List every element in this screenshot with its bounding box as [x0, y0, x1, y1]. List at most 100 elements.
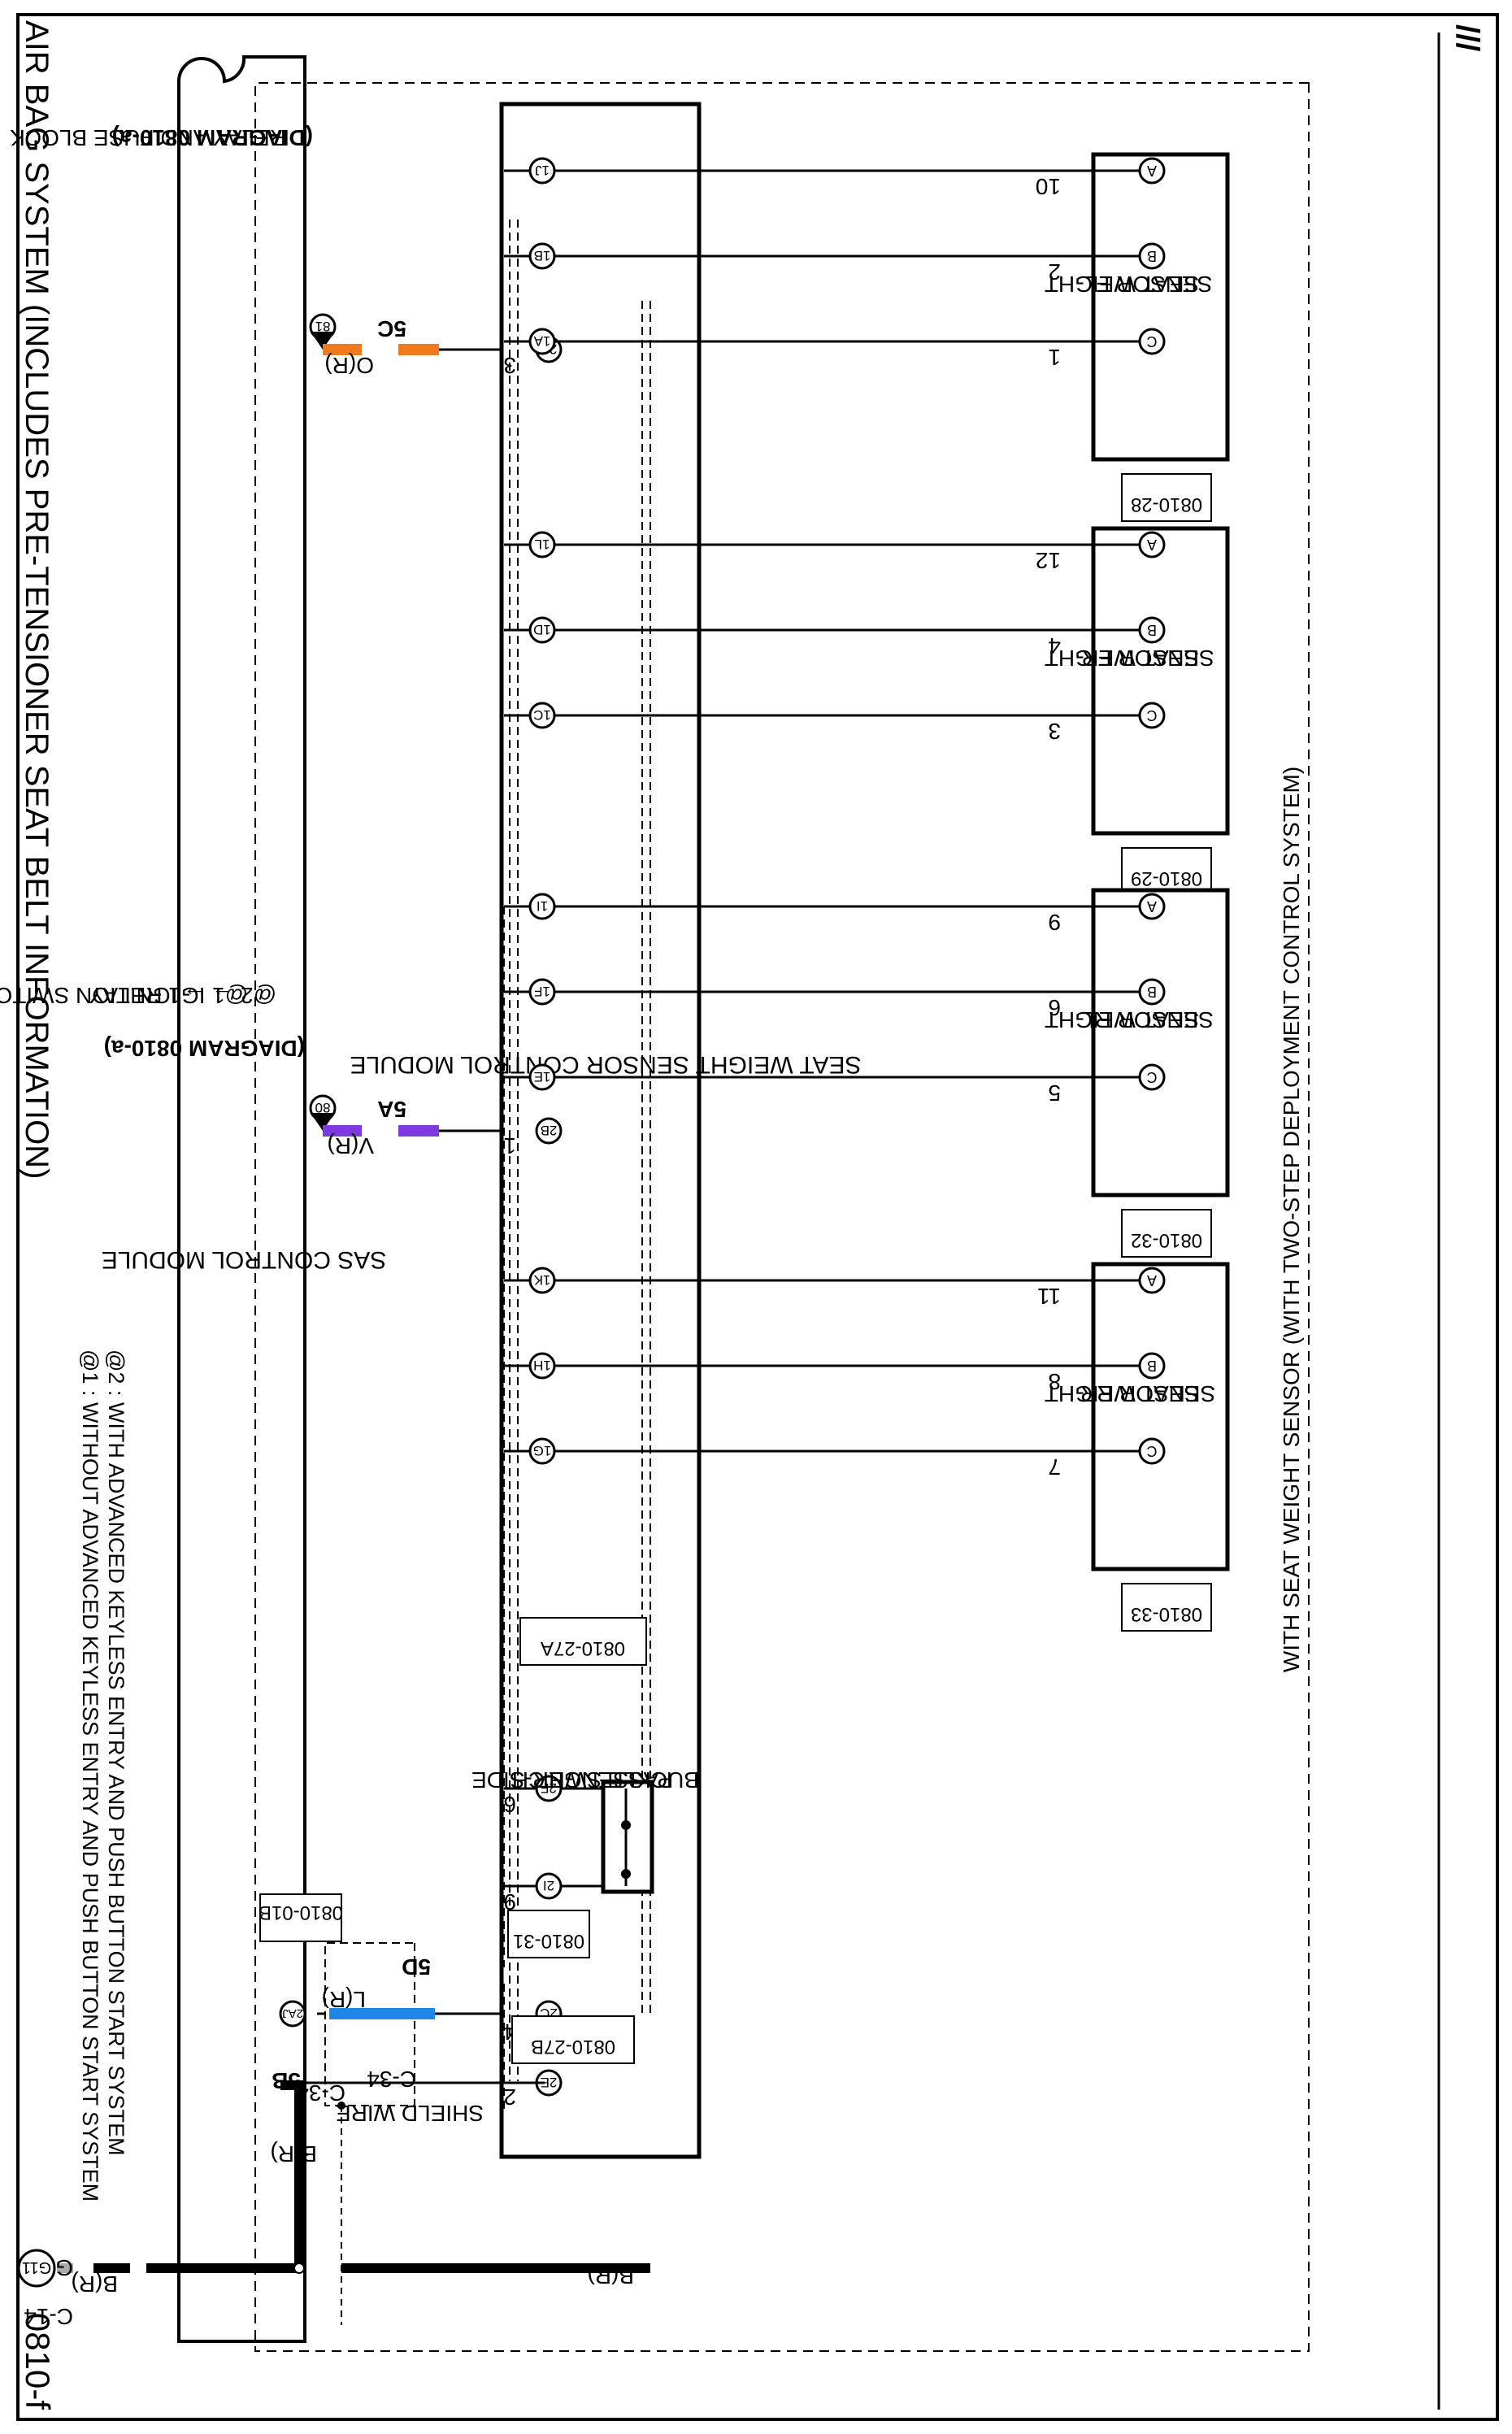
ignition-module-pin: 2B: [541, 1123, 558, 1138]
module-pin-circle: [528, 157, 556, 185]
ground-junction: [293, 2262, 305, 2274]
sensor-pin: A: [1147, 898, 1157, 915]
buckle-switch-line-2: BUCKLE SWITCH: [512, 1767, 699, 1793]
buckle-wire-number: 6: [503, 1792, 516, 1817]
buckle-switch-box: [601, 1780, 654, 1894]
relay-terminal-arrow: [311, 332, 335, 350]
sensor-pin: B: [1147, 1358, 1157, 1374]
buckle-switch-line-1: PASSENGER-SIDE: [471, 1767, 672, 1793]
ignition-line-1: @1 → IGNITION SWITCH (IG1): [0, 983, 248, 1008]
buckle-wire-number: 9: [503, 1889, 516, 1915]
ignition-terminal-arrow: [311, 1113, 335, 1131]
module-pin: 1B: [534, 248, 551, 263]
buckle-module-pin: 2I: [543, 1878, 554, 1893]
module-pin: 1C: [533, 707, 551, 723]
sensor-ref-box: [1121, 473, 1212, 522]
relay-block-diagram-ref: (DIAGRAM 0810-a): [112, 125, 313, 150]
sensor-pin-circle: [1138, 702, 1166, 729]
can-wire-color: L(R): [322, 1987, 366, 2012]
module-pin-circle: [528, 1267, 556, 1294]
end-wire-color: B(R): [71, 2271, 118, 2297]
sensor-wire-number: 11: [1037, 1284, 1061, 1309]
sas-module-label: SAS CONTROL MODULE: [102, 1246, 387, 1273]
module-ref-a: 0810-27A: [541, 1637, 625, 1659]
sensor-pin-circle: [1138, 978, 1166, 1006]
sensor-pin: C: [1147, 333, 1158, 350]
ground-connector: C-34: [296, 2080, 345, 2106]
relay-wire-color: O(R): [324, 353, 374, 378]
ignition-diagram-ref: (DIAGRAM 0810-a): [104, 1036, 305, 1061]
module-pin: 1K: [533, 1272, 550, 1288]
sensor-pin: A: [1147, 163, 1157, 179]
relay-pin-label: 5C: [377, 316, 406, 341]
relay-wire-number: 3: [503, 353, 516, 378]
sensor-wire-number: 10: [1036, 174, 1061, 199]
can-connector: C-34: [367, 2067, 416, 2092]
sensor-pin: A: [1147, 1272, 1157, 1289]
sensor-pin-circle: [1138, 616, 1166, 644]
sensor-pin: A: [1147, 537, 1157, 553]
ground-wire-number: 2: [503, 2084, 516, 2110]
ignition-line-2: @2 → IG1 RELAY: [89, 983, 276, 1008]
outer-border: [16, 13, 1499, 2421]
buckle-switch-ref: 0810-31: [513, 1930, 584, 1952]
module-pin: 1J: [535, 163, 550, 178]
sensor-name-line-1: SEAT WEIGHT: [1045, 1007, 1199, 1032]
sensor-ref: 0810-32: [1131, 1229, 1202, 1251]
sas-terminal: 2AJ: [282, 2006, 303, 2020]
module-pin-circle: [528, 531, 556, 559]
sensor-pin-circle: [1138, 328, 1166, 355]
ignition-wire-color: V(R): [327, 1133, 374, 1158]
buckle-ref-box: [507, 1910, 590, 1958]
sensor-box: [1091, 888, 1230, 1197]
sensor-pin-circle: [1138, 1063, 1166, 1091]
black-wire-vertical: [280, 2080, 304, 2268]
page-id: 0810-f: [19, 2313, 57, 2410]
sensor-pin: C: [1147, 707, 1158, 724]
legend-line-1: @1 : WITHOUT ADVANCED KEYLESS ENTRY AND …: [78, 1350, 102, 2201]
control-module-label: SEAT WEIGHT SENSOR CONTROL MODULE: [350, 1051, 862, 1078]
sensor-pin-circle: [1138, 1352, 1166, 1380]
shield-box: [324, 1942, 415, 2106]
buckle-module-pin-circle: [535, 1775, 563, 1802]
sensor-ref: 0810-28: [1131, 493, 1202, 515]
ignition-terminal-number: 80: [315, 1100, 331, 1115]
module-pin-circle: [528, 328, 556, 355]
ignition-pin-label: 5A: [377, 1097, 406, 1122]
module-pin-circle: [528, 702, 556, 729]
relay-fuse-block-feed: RELAY AND FUSE BLOCK (DIAGRAM 0810-a) 81…: [10, 125, 563, 378]
sensor-name-line-1: SEAT WEIGHT: [1045, 272, 1199, 297]
can-pin-label: 5D: [402, 1954, 431, 1980]
module-pin: 1L: [535, 537, 550, 552]
sensor-box: [1091, 1262, 1230, 1571]
module-ref-b-box: [511, 2015, 635, 2064]
ignition-wire-number: 1: [503, 1133, 516, 1158]
ground-wire-color: B(R): [270, 2141, 317, 2167]
module-pin: 1F: [534, 984, 550, 999]
sas-ref-box: [259, 1893, 342, 1942]
module-pin-circle: [528, 616, 556, 644]
sensor-pin-circle: [1138, 531, 1166, 559]
shield-wire-label: SHIELD WIRE: [336, 2101, 484, 2126]
ground-label: G11: [22, 2258, 51, 2276]
buckle-module-pin-circle: [535, 1872, 563, 1900]
module-pin: 1E: [534, 1069, 551, 1084]
shield-runs: [503, 219, 651, 2114]
sensor-box: [1091, 152, 1230, 462]
sas-terminal-circle: [279, 2000, 306, 2028]
module-pin: 1G: [533, 1443, 552, 1458]
buckle-module-pin: 2F: [541, 1780, 557, 1796]
sensor-wire-number: 6: [1048, 995, 1061, 1020]
sensor-wire-number: 8: [1048, 1369, 1061, 1394]
sensor-wire-number: 9: [1048, 910, 1061, 935]
sensor-pin: B: [1147, 622, 1157, 638]
sensor-pin: C: [1147, 1069, 1158, 1085]
frame-note: WITH SEAT WEIGHT SENSOR (WITH TWO-STEP D…: [1279, 767, 1304, 1672]
sas-control-module: SAS CONTROL MODULE: [102, 55, 387, 2343]
sensor-ref-box: [1121, 1209, 1212, 1258]
sensor-pin: B: [1147, 984, 1157, 1000]
sensor-pin-circle: [1138, 157, 1166, 185]
sensor-pin-circle: [1138, 1267, 1166, 1294]
can-line: L(R) 5D C-34 4 2AJ 0810-01B 2C 0810-27B …: [259, 1893, 635, 2325]
